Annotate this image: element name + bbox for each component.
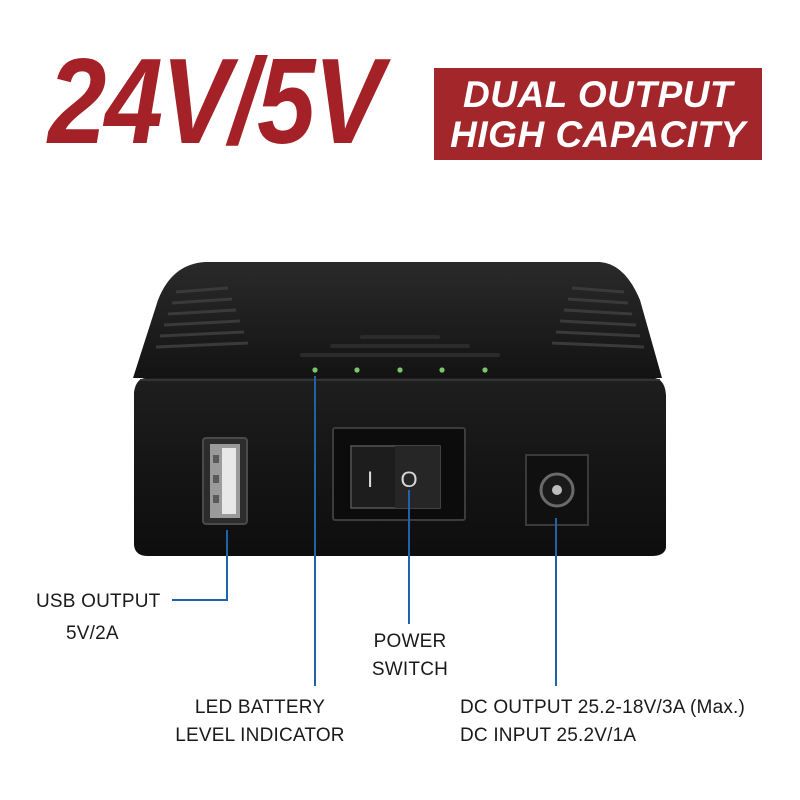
dc-jack	[525, 454, 589, 526]
led-1	[312, 367, 318, 373]
banner-line-dual-output: DUAL OUTPUT	[463, 74, 733, 115]
device-top-face	[133, 262, 662, 378]
power-callout-line	[408, 490, 410, 624]
usb-output-title: USB OUTPUT	[36, 591, 161, 612]
switch-off-symbol: O	[400, 467, 417, 492]
usb-callout-horizontal	[172, 599, 228, 601]
led-3	[397, 367, 403, 373]
feature-banner: DUAL OUTPUT HIGH CAPACITY	[434, 68, 762, 160]
switch-on-symbol: I	[367, 467, 373, 492]
dc-callout-line	[555, 518, 557, 686]
power-switch-label: POWER SWITCH	[340, 628, 480, 683]
banner-line-high-capacity: HIGH CAPACITY	[450, 114, 746, 155]
led-indicator-line1: LED BATTERY	[194, 697, 326, 718]
headline-voltage: 24V/5V	[48, 33, 384, 169]
led-5	[482, 367, 488, 373]
right-vents	[551, 286, 645, 349]
power-switch: I O	[332, 427, 466, 521]
power-switch-line1: POWER	[373, 631, 447, 652]
power-switch-line2: SWITCH	[371, 658, 449, 680]
led-indicators	[312, 367, 488, 373]
usb-output-label: USB OUTPUT 5V/2A	[36, 588, 160, 647]
dc-output-spec: DC OUTPUT 25.2-18V/3A (Max.)	[460, 697, 746, 718]
led-indicator-label: LED BATTERY LEVEL INDICATOR	[150, 694, 370, 749]
led-2	[354, 367, 360, 373]
dc-input-spec: DC INPUT 25.2V/1A	[460, 724, 637, 746]
led-4	[439, 367, 445, 373]
led-indicator-line2: LEVEL INDICATOR	[175, 724, 345, 746]
left-vents	[155, 286, 249, 349]
usb-port	[202, 437, 248, 525]
led-callout-line	[314, 376, 316, 686]
center-ridges	[300, 335, 500, 357]
usb-callout-vertical	[226, 530, 228, 600]
usb-output-spec: 5V/2A	[66, 622, 119, 644]
dc-port-label: DC OUTPUT 25.2-18V/3A (Max.) DC INPUT 25…	[460, 694, 745, 749]
